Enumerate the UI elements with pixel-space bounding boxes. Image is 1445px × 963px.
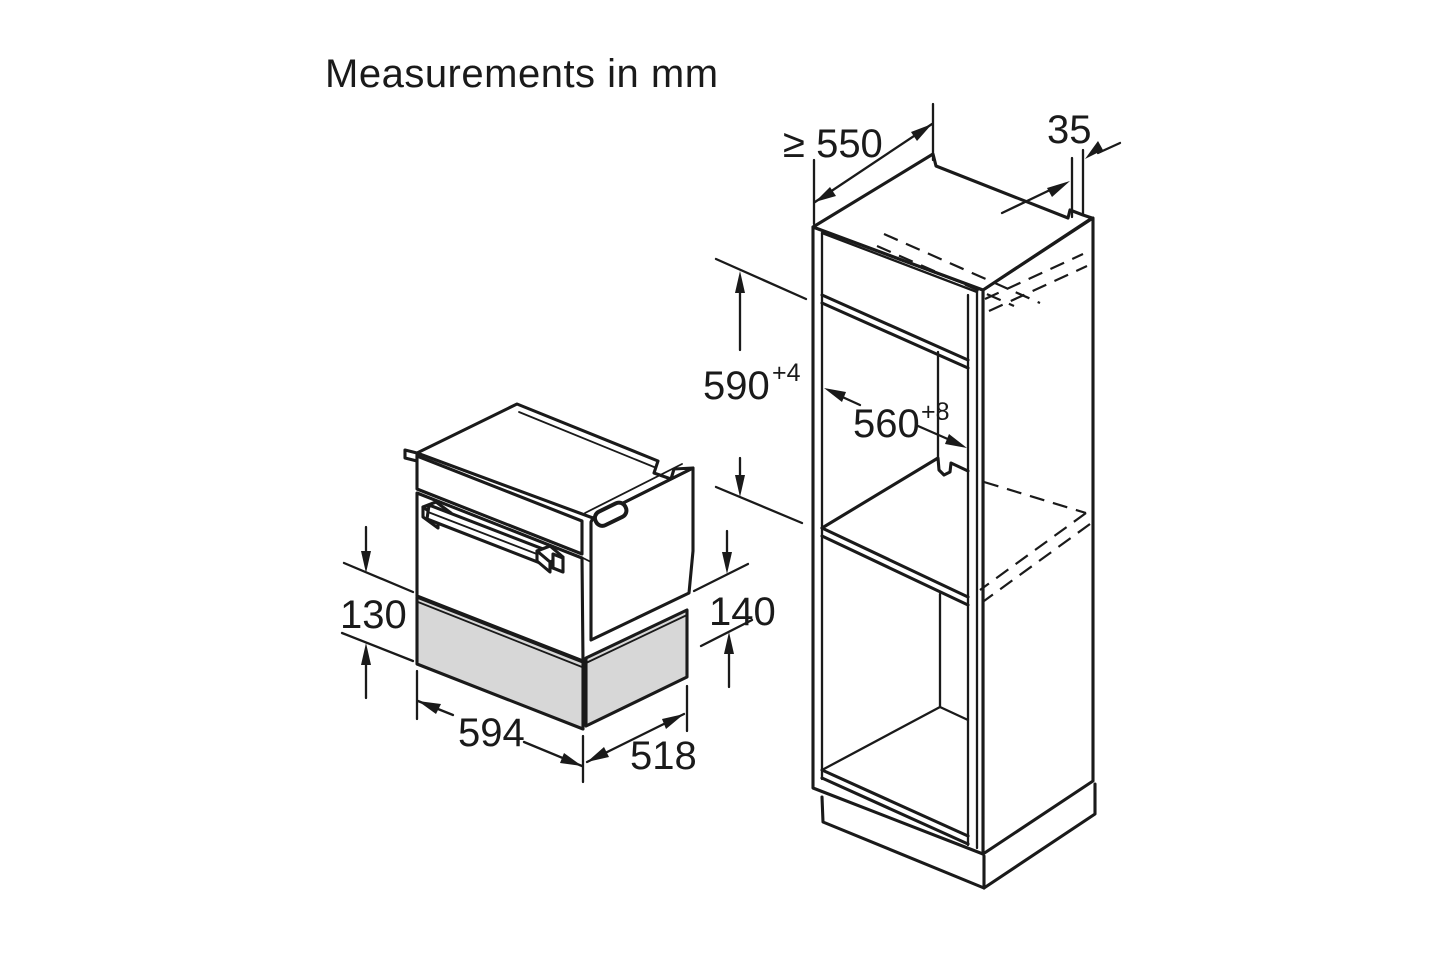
dimension-arrow-icon — [824, 388, 846, 402]
dimension-arrow-icon — [815, 187, 836, 202]
dimension-arrow-icon — [587, 747, 609, 762]
dimension-arrow-icon — [1047, 181, 1070, 197]
dimension-label: 130 — [340, 593, 407, 637]
appliance-handle — [421, 500, 565, 574]
dimension-label: 140 — [709, 590, 776, 634]
drawer-side-panel — [584, 608, 689, 728]
cabinet-top-rail — [820, 293, 970, 370]
dimension-arrow-icon — [945, 434, 967, 448]
dimension-label: 594 — [458, 711, 525, 755]
dimension-arrow-icon — [911, 124, 932, 141]
cabinet-floor — [820, 705, 970, 846]
appliance-top-face — [403, 402, 695, 520]
dimension-label: 35 — [1047, 108, 1092, 152]
cabinet-plinth — [820, 782, 1097, 890]
dimension-arrow-icon — [1085, 141, 1103, 159]
dimension-label: 560 — [853, 402, 920, 446]
hidden-shelf-middle — [979, 480, 1091, 602]
dimension-arrow-icon — [662, 714, 684, 729]
dimension-arrow-icon — [724, 632, 734, 654]
dimension-arrow-icon — [361, 551, 371, 573]
dimension-590: 590 +4 — [703, 257, 808, 525]
dimension-35: 35 — [1000, 108, 1122, 219]
dimension-arrow-icon — [722, 552, 732, 574]
dimension-560: 560 +8 — [824, 388, 967, 448]
cabinet-side-face — [981, 216, 1095, 856]
dimension-tolerance-label: +4 — [772, 359, 801, 387]
dimension-arrow-icon — [735, 475, 745, 497]
dimension-arrow-icon — [735, 271, 745, 293]
dimension-arrow-icon — [560, 753, 582, 766]
dimension-594: 594 — [415, 669, 585, 784]
dimension-label: 590 — [703, 364, 770, 408]
page-title: Measurements in mm — [325, 52, 719, 96]
dimension-tolerance-label: +8 — [921, 398, 950, 426]
dimension-label: 518 — [630, 734, 697, 778]
dimension-label: ≥ 550 — [783, 122, 883, 166]
appliance-drawing: 130 140 594 — [340, 402, 776, 784]
dimension-arrow-icon — [361, 643, 371, 665]
dimension-130: 130 — [340, 525, 415, 700]
cabinet-drawing: ≥ 550 35 590 +4 — [703, 102, 1122, 890]
drawer-front-panel — [415, 595, 585, 731]
side-grip-cutout-icon — [592, 500, 629, 528]
dimension-550: ≥ 550 — [783, 102, 935, 226]
cabinet-middle-shelf — [820, 350, 970, 709]
dimension-140: 140 — [692, 529, 776, 689]
dimension-518: 518 — [585, 684, 697, 778]
hidden-shelf-upper — [876, 232, 1088, 312]
dimension-arrow-icon — [418, 701, 441, 714]
